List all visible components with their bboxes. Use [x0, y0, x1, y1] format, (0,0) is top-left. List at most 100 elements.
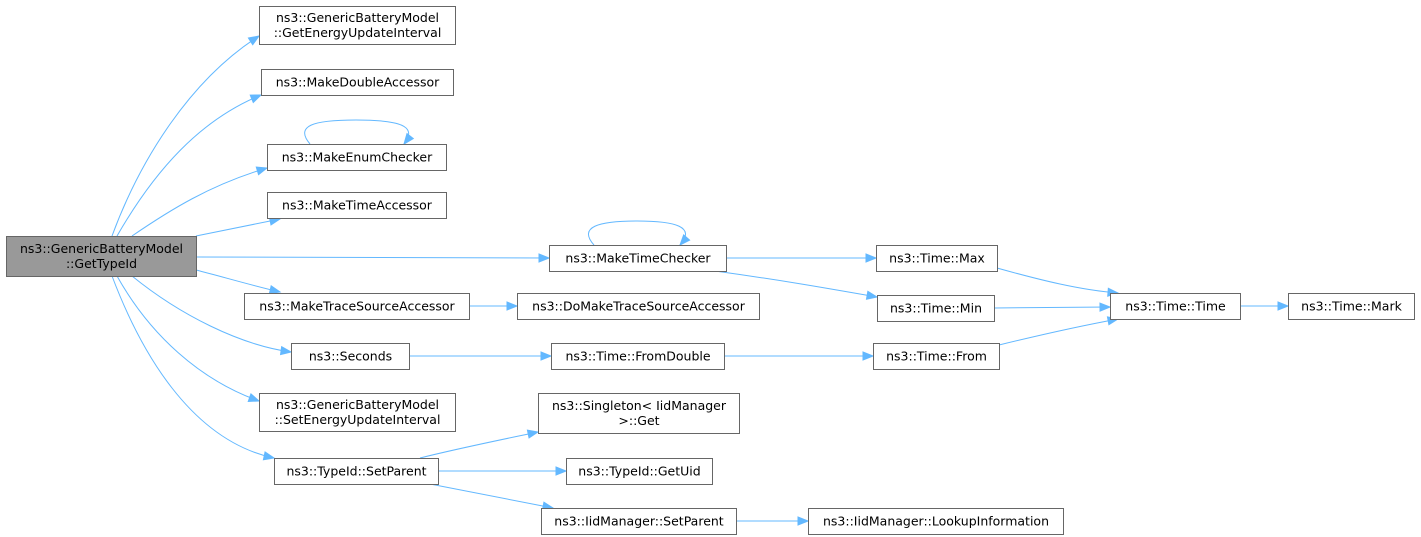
node-box[interactable] [6, 236, 197, 277]
node-tmin[interactable]: ns3::Time::Min [877, 295, 995, 322]
edge-arrowhead [538, 253, 551, 263]
edge-tmax-to-time [996, 267, 1120, 297]
node-box[interactable] [267, 144, 447, 171]
edge-arrowhead [279, 345, 293, 356]
node-mda[interactable]: ns3::MakeDoubleAccessor [261, 69, 454, 96]
edge-line [116, 275, 260, 402]
node-box[interactable] [291, 343, 410, 370]
node-tfd[interactable]: ns3::Time::FromDouble [551, 343, 725, 370]
node-label: ns3::Seconds [309, 349, 392, 364]
node-label: ::GetTypeId [66, 256, 137, 271]
edge-line [588, 220, 686, 246]
node-box[interactable] [877, 295, 995, 322]
edge-line [111, 35, 260, 237]
node-box[interactable] [274, 458, 439, 485]
node-sec[interactable]: ns3::Seconds [291, 343, 410, 370]
edge-tmin-to-time [993, 302, 1112, 312]
node-label: ns3::IidManager::SetParent [554, 514, 724, 529]
edge-arrowhead [262, 451, 276, 461]
node-label: ns3::DoMakeTraceSourceAccessor [532, 299, 746, 314]
node-label: ns3::GenericBatteryModel [20, 241, 183, 256]
node-dmtsa[interactable]: ns3::DoMakeTraceSourceAccessor [517, 293, 760, 320]
node-mtsa[interactable]: ns3::MakeTraceSourceAccessor [244, 293, 470, 320]
node-box[interactable] [538, 393, 740, 434]
node-tfrom[interactable]: ns3::Time::From [873, 343, 1000, 370]
node-imsp[interactable]: ns3::IidManager::SetParent [541, 508, 737, 535]
node-box[interactable] [876, 245, 998, 272]
node-mark[interactable]: ns3::Time::Mark [1288, 293, 1415, 320]
edge-root-to-seui [116, 275, 261, 402]
node-guid[interactable]: ns3::TypeId::GetUid [566, 458, 713, 485]
node-label: ns3::MakeTimeAccessor [282, 198, 433, 213]
edge-root-to-mda [116, 94, 263, 237]
node-label: ns3::GenericBatteryModel [276, 10, 439, 25]
edge-arrowhead [555, 466, 568, 476]
edge-arrowhead [540, 351, 553, 361]
node-box[interactable] [1288, 293, 1415, 320]
edge-line [131, 275, 292, 353]
edge-arrowhead [865, 253, 878, 263]
node-geui[interactable]: ns3::GenericBatteryModel::GetEnergyUpdat… [259, 6, 456, 45]
node-box[interactable] [549, 245, 727, 272]
node-tsp[interactable]: ns3::TypeId::SetParent [274, 458, 439, 485]
node-label: ns3::GenericBatteryModel [276, 397, 439, 412]
edge-root-to-mec [131, 166, 269, 237]
node-box[interactable] [808, 508, 1064, 535]
edge-arrowhead [862, 351, 875, 361]
node-label: ns3::Singleton< IidManager [552, 398, 727, 413]
node-imli[interactable]: ns3::IidManager::LookupInformation [808, 508, 1064, 535]
edge-root-to-sec [131, 275, 293, 356]
node-box[interactable] [873, 343, 1000, 370]
edge-arrowhead [403, 132, 415, 146]
node-box[interactable] [541, 508, 737, 535]
node-box[interactable] [259, 6, 456, 45]
edge-arrowhead [506, 301, 519, 311]
edge-arrowhead [797, 516, 810, 526]
node-mec[interactable]: ns3::MakeEnumChecker [267, 144, 447, 171]
edge-tfrom-to-time [998, 316, 1120, 346]
node-box[interactable] [551, 343, 725, 370]
node-label: ns3::TypeId::SetParent [286, 464, 426, 479]
node-mta[interactable]: ns3::MakeTimeAccessor [267, 192, 447, 219]
node-label: ns3::MakeDoubleAccessor [276, 75, 440, 90]
nodes-layer: ns3::GenericBatteryModel::GetTypeIdns3::… [6, 6, 1415, 535]
node-label: ns3::Time::From [886, 349, 987, 364]
edge-mtc-to-tmin [714, 270, 879, 300]
node-label: ns3::Time::Max [889, 251, 985, 266]
edges-layer [111, 35, 1290, 526]
node-sget[interactable]: ns3::Singleton< IidManager>::Get [538, 393, 740, 434]
edge-root-to-mta [195, 216, 282, 237]
edge-tsp-to-imsp [429, 483, 555, 511]
edge-line [131, 167, 268, 237]
node-box[interactable] [261, 69, 454, 96]
node-label: ns3::Time::Time [1125, 299, 1226, 314]
node-box[interactable] [566, 458, 713, 485]
edge-line [304, 119, 410, 145]
edge-arrowhead [526, 429, 540, 439]
edge-line [195, 269, 281, 293]
edge-sec-to-tfd [409, 351, 553, 361]
node-box[interactable] [244, 293, 470, 320]
edge-arrowhead [1099, 302, 1112, 312]
node-mtc[interactable]: ns3::MakeTimeChecker [549, 245, 727, 272]
node-label: ns3::IidManager::LookupInformation [823, 514, 1049, 529]
edge-root-to-mtsa [195, 269, 282, 295]
node-box[interactable] [517, 293, 760, 320]
edge-line [195, 218, 281, 237]
node-time[interactable]: ns3::Time::Time [1110, 293, 1241, 320]
edge-arrowhead [268, 284, 282, 295]
edge-time-to-mark [1240, 301, 1290, 311]
node-tmax[interactable]: ns3::Time::Max [876, 245, 998, 272]
edge-arrowhead [679, 234, 691, 247]
edge-imsp-to-imli [736, 516, 810, 526]
node-root[interactable]: ns3::GenericBatteryModel::GetTypeId [6, 236, 197, 277]
node-seui[interactable]: ns3::GenericBatteryModel::SetEnergyUpdat… [259, 393, 456, 432]
node-box[interactable] [1110, 293, 1241, 320]
edge-arrowhead [247, 393, 261, 402]
edge-line [429, 483, 554, 509]
node-box[interactable] [267, 192, 447, 219]
node-box[interactable] [259, 393, 456, 432]
node-label: >::Get [618, 413, 659, 428]
edge-line [195, 256, 550, 259]
